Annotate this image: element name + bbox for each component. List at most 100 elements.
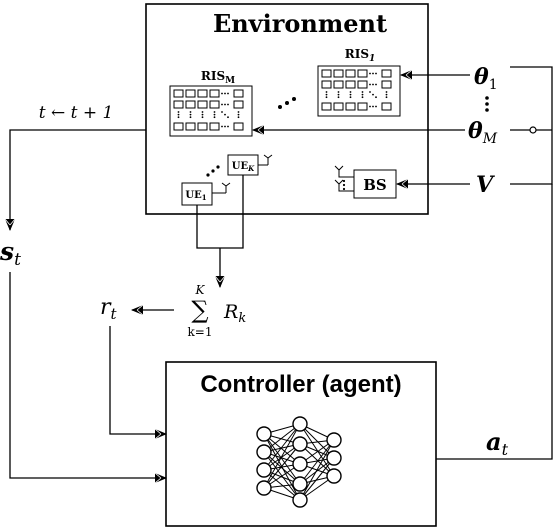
ris-element-dot (375, 83, 377, 86)
svg-text:K: K (195, 283, 206, 297)
nn-connection (263, 433, 301, 465)
ris-element (345, 69, 356, 78)
theta-m-label: θM (468, 118, 498, 147)
ris-element-dot (369, 72, 371, 75)
ris-element (345, 102, 356, 111)
ris-element-dot (349, 91, 352, 93)
nn-node (292, 492, 308, 508)
ris-m-panel (169, 85, 253, 137)
v-label: V (476, 172, 495, 198)
ris-element-dot (224, 103, 226, 106)
nn-connection (299, 439, 335, 501)
action-fanout (510, 66, 553, 185)
ue-output-combiner (196, 175, 244, 287)
nn-connection (263, 423, 301, 471)
ris-element (173, 89, 184, 98)
ris-element (333, 102, 344, 111)
ue-k-antenna-icon (258, 154, 273, 166)
svg-text:∑: ∑ (191, 296, 208, 324)
ris-element (321, 102, 332, 111)
ris-element-dot (237, 111, 240, 113)
ris-element (173, 122, 184, 131)
ris-element (381, 69, 392, 78)
ris-element-dot (349, 93, 352, 96)
theta-1-label: θ1 (474, 64, 498, 93)
time-update-label: t ← t + 1 (39, 103, 114, 123)
ris-element-dot (213, 116, 216, 119)
state-feedback-line (10, 129, 146, 230)
ris-element-dot (372, 72, 374, 75)
ris-element-dot (325, 91, 328, 93)
ris-element-dot (177, 116, 180, 119)
ris-element-dot (224, 113, 226, 116)
ris-element-dot (227, 125, 229, 128)
ris-element-dot (349, 96, 352, 99)
ue-1: UE1 (181, 182, 231, 206)
nn-node (326, 468, 342, 484)
ris-element-dot (227, 103, 229, 106)
ris-element (233, 89, 244, 98)
ris-element-dot (385, 93, 388, 96)
nn-node (256, 480, 272, 496)
ris-element-dot (189, 116, 192, 119)
ris-element-dot (221, 125, 223, 128)
ris-element-dot (337, 91, 340, 93)
ris-element-dot (213, 111, 216, 113)
ris-element (381, 80, 392, 89)
ris-element-dot (237, 116, 240, 119)
ris-ellipsis (278, 97, 296, 109)
nn-connection (263, 469, 301, 501)
ris-element (357, 69, 368, 78)
ris-element-dot (337, 93, 340, 96)
bs-block: BS (334, 165, 397, 199)
svg-text:Rk: Rk (223, 301, 246, 326)
ris-element-dot (372, 83, 374, 86)
ris-element-dot (337, 96, 340, 99)
controller-box: Controller (agent) (165, 361, 437, 527)
ris-element (197, 89, 208, 98)
ris-element-dot (177, 113, 180, 116)
action-output-line (436, 184, 553, 460)
bs-antenna-icon (334, 165, 354, 192)
ris-element-dot (325, 96, 328, 99)
ris-element (333, 69, 344, 78)
nn-node (326, 432, 342, 448)
nn-node (256, 462, 272, 478)
ris-element-dot (221, 111, 223, 113)
nn-connection (263, 433, 301, 485)
nn-connection (263, 443, 301, 489)
ris-element-dot (385, 91, 388, 93)
action-label: at (486, 427, 509, 459)
ue-ellipsis (206, 165, 220, 177)
ris-element-dot (189, 111, 192, 113)
ris-element (233, 100, 244, 109)
ris-element (357, 80, 368, 89)
ris-element-dot (385, 96, 388, 99)
ris-element-dot (325, 93, 328, 96)
reward-sum: K ∑ k=1 Rk (188, 283, 247, 339)
nn-node (326, 450, 342, 466)
ris-element (333, 80, 344, 89)
ris-element-dot (372, 93, 374, 96)
nn-connection (299, 423, 335, 477)
ris-element-dot (369, 83, 371, 86)
nn-connection (299, 443, 335, 477)
ue-k: UEK (227, 154, 273, 176)
theta-ellipsis (485, 96, 489, 112)
ris-element-dot (237, 113, 240, 116)
ris-element (185, 122, 196, 131)
svg-text:UE1: UE1 (185, 190, 206, 202)
ris-element-dot (369, 91, 371, 93)
ris-element (197, 100, 208, 109)
ris-element-dot (224, 125, 226, 128)
nn-node (256, 426, 272, 442)
ris-element (185, 89, 196, 98)
ris-element (185, 100, 196, 109)
ris-element-dot (372, 105, 374, 108)
ris-element (173, 100, 184, 109)
ris-element (209, 100, 220, 109)
ris-m-label: RISM (201, 69, 235, 86)
ris-element-dot (221, 103, 223, 106)
nn-connection (263, 451, 301, 485)
ris-element-dot (227, 92, 229, 95)
